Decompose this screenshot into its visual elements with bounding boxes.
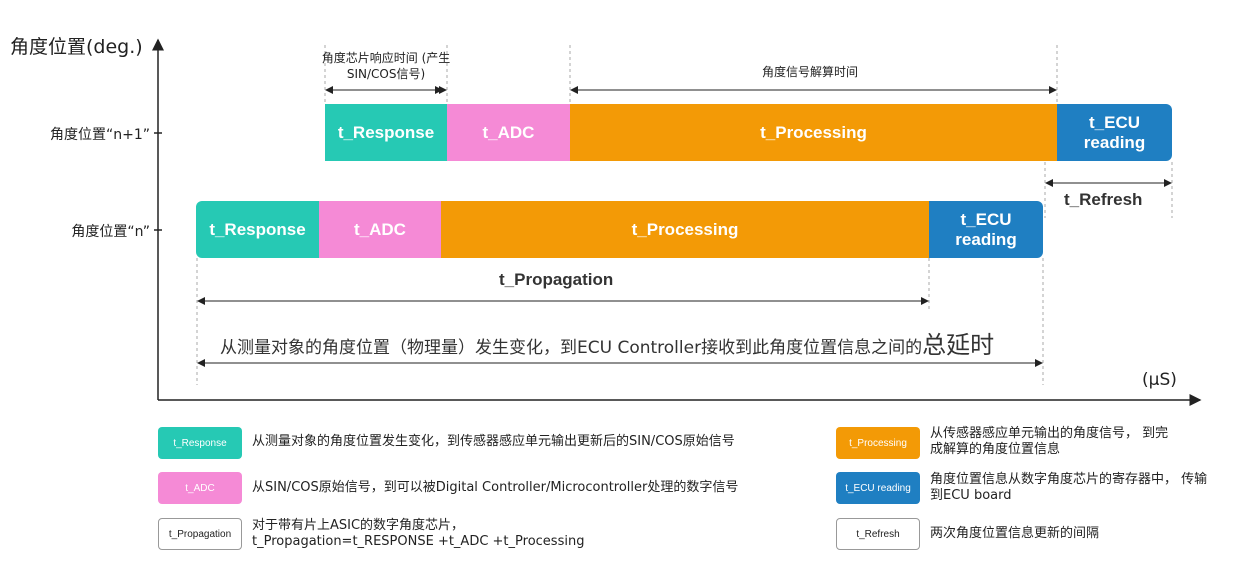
bar-upper-ecu: t_ECU reading [1057, 104, 1172, 161]
legend-processing-swatch: t_Processing [836, 427, 920, 459]
bar-upper-adc: t_ADC [447, 104, 570, 161]
arrow-heads [197, 86, 1172, 367]
total-delay-prefix: 从测量对象的角度位置（物理量）发生变化，到ECU Controller接收到此角… [220, 338, 923, 358]
legend-response-text: 从测量对象的角度位置发生变化，到传感器感应单元输出更新后的SIN/COS原始信号 [252, 434, 735, 449]
legend-processing-text: 从传感器感应单元输出的角度信号， 到完成解算的角度位置信息 [930, 426, 1169, 457]
y-axis-title: 角度位置(deg.) [10, 36, 143, 58]
propagation-label: t_Propagation [499, 270, 614, 289]
y-label-n: 角度位置“n” [71, 224, 150, 240]
total-delay-emphasis: 总延时 [922, 331, 995, 359]
bar-lower-processing: t_Processing [441, 201, 929, 258]
legend-ecu-swatch: t_ECU reading [836, 472, 920, 504]
legend-adc-text: 从SIN/COS原始信号，到可以被Digital Controller/Micr… [252, 480, 739, 495]
x-unit-label: (μS) [1142, 370, 1177, 390]
bar-lower-ecu: t_ECU reading [929, 201, 1043, 258]
legend-response-swatch: t_Response [158, 427, 242, 459]
legend-ecu-text: 角度位置信息从数字角度芯片的寄存器中， 传输到ECU board [930, 472, 1208, 503]
bar-upper-response: t_Response [325, 104, 447, 161]
bar-lower-response: t_Response [196, 201, 319, 258]
y-label-n-plus-1: 角度位置“n+1” [49, 127, 150, 143]
bar-lower-adc: t_ADC [319, 201, 441, 258]
refresh-label: t_Refresh [1064, 190, 1143, 209]
response-time-note: 角度芯片响应时间 (产生SIN/COS信号) [321, 51, 451, 81]
total-delay-description: 从测量对象的角度位置（物理量）发生变化，到ECU Controller接收到此角… [220, 325, 994, 360]
bar-upper-processing: t_Processing [570, 104, 1057, 161]
legend-adc-swatch: t_ADC [158, 472, 242, 504]
legend-refresh-swatch: t_Refresh [836, 518, 920, 550]
guide-lines [196, 45, 1173, 385]
legend-propagation-text: 对于带有片上ASIC的数字角度芯片， t_Propagation=t_RESPO… [252, 518, 585, 549]
legend-propagation-swatch: t_Propagation [158, 518, 242, 550]
solve-time-note: 角度信号解算时间 [761, 65, 858, 79]
legend-refresh-text: 两次角度位置信息更新的间隔 [930, 526, 1100, 541]
